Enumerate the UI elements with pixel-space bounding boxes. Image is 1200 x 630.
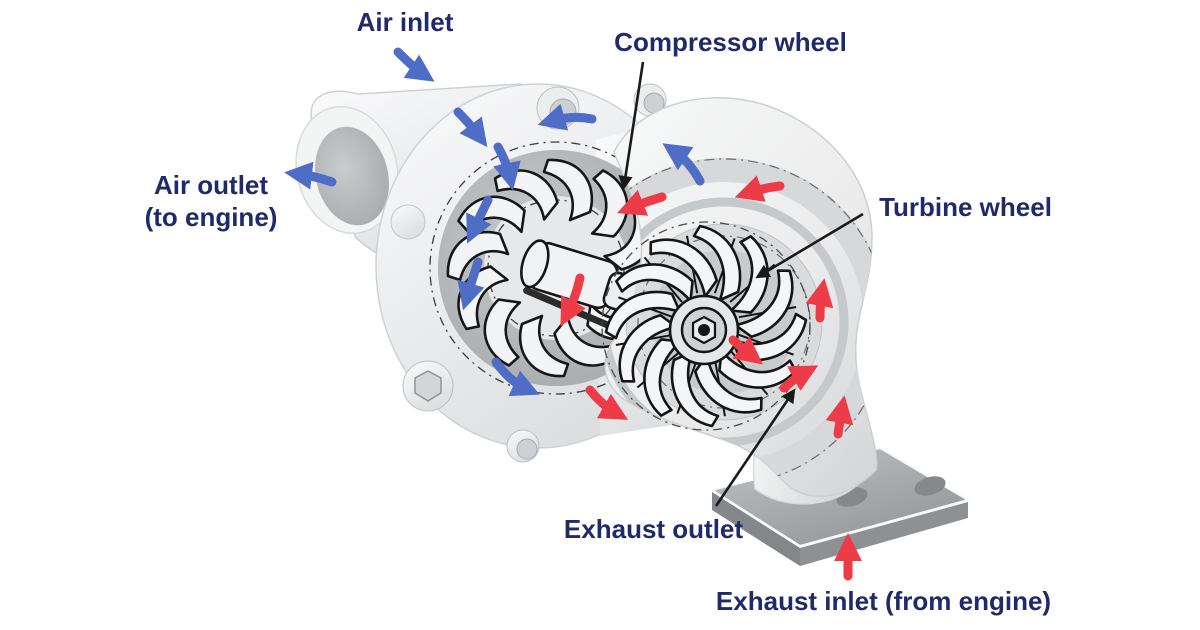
label-air-outlet: Air outlet (to engine) [126, 169, 296, 233]
hub-center [698, 324, 710, 336]
air-flow-arrow [453, 107, 488, 148]
air-flow-arrow [493, 142, 521, 191]
air-flow-arrow [662, 143, 705, 186]
label-turbine-wheel: Turbine wheel [879, 192, 1052, 222]
exhaust-flow-arrow [734, 175, 785, 202]
exhaust-flow-arrow [585, 385, 629, 420]
air-flow-arrow [537, 103, 597, 131]
flange-hole [914, 476, 946, 496]
dash-circle [601, 221, 811, 431]
shaft-nose [520, 239, 550, 289]
exhaust-flow-arrow [728, 335, 764, 365]
label-air-outlet-line2: (to engine) [144, 202, 278, 232]
exhaust-flow-arrow [805, 278, 834, 323]
turbine-wheel-drawing [601, 221, 811, 431]
air-flow-arrow [284, 161, 337, 190]
pipe-bore [315, 126, 389, 226]
label-compressor-wheel: Compressor wheel [614, 27, 847, 57]
air-flow-arrow [466, 195, 493, 244]
label-air-outlet-line1: Air outlet [153, 170, 269, 200]
exhaust-flow-arrow [825, 395, 854, 439]
air-flow-arrows [284, 47, 705, 397]
flange-side [712, 492, 800, 566]
exhaust-flow-arrow [560, 273, 586, 327]
exhaust-flow-arrow [617, 189, 667, 216]
exhaust-flow-arrow [779, 365, 819, 393]
bolt-boss [390, 204, 426, 240]
air-flow-arrow [491, 357, 540, 397]
label-exhaust-outlet: Exhaust outlet [563, 514, 744, 544]
label-exhaust-inlet: Exhaust inlet (from engine) [715, 586, 1052, 616]
turbine-hub [668, 294, 740, 366]
exhaust-outlet-leader-line [714, 388, 796, 507]
leader-lines [618, 61, 864, 507]
turbine-wheel-leader-line [755, 212, 864, 279]
rotor-shaft [520, 239, 660, 347]
exhaust-flow-arrows [560, 175, 862, 581]
label-air-inlet: Air inlet [356, 7, 454, 37]
air-flow-arrow [457, 257, 485, 311]
hex-bolt [414, 370, 442, 402]
air-flow-arrow [393, 47, 435, 82]
bolt-head [516, 438, 538, 460]
compressor-wheel-leader-line [618, 61, 645, 191]
